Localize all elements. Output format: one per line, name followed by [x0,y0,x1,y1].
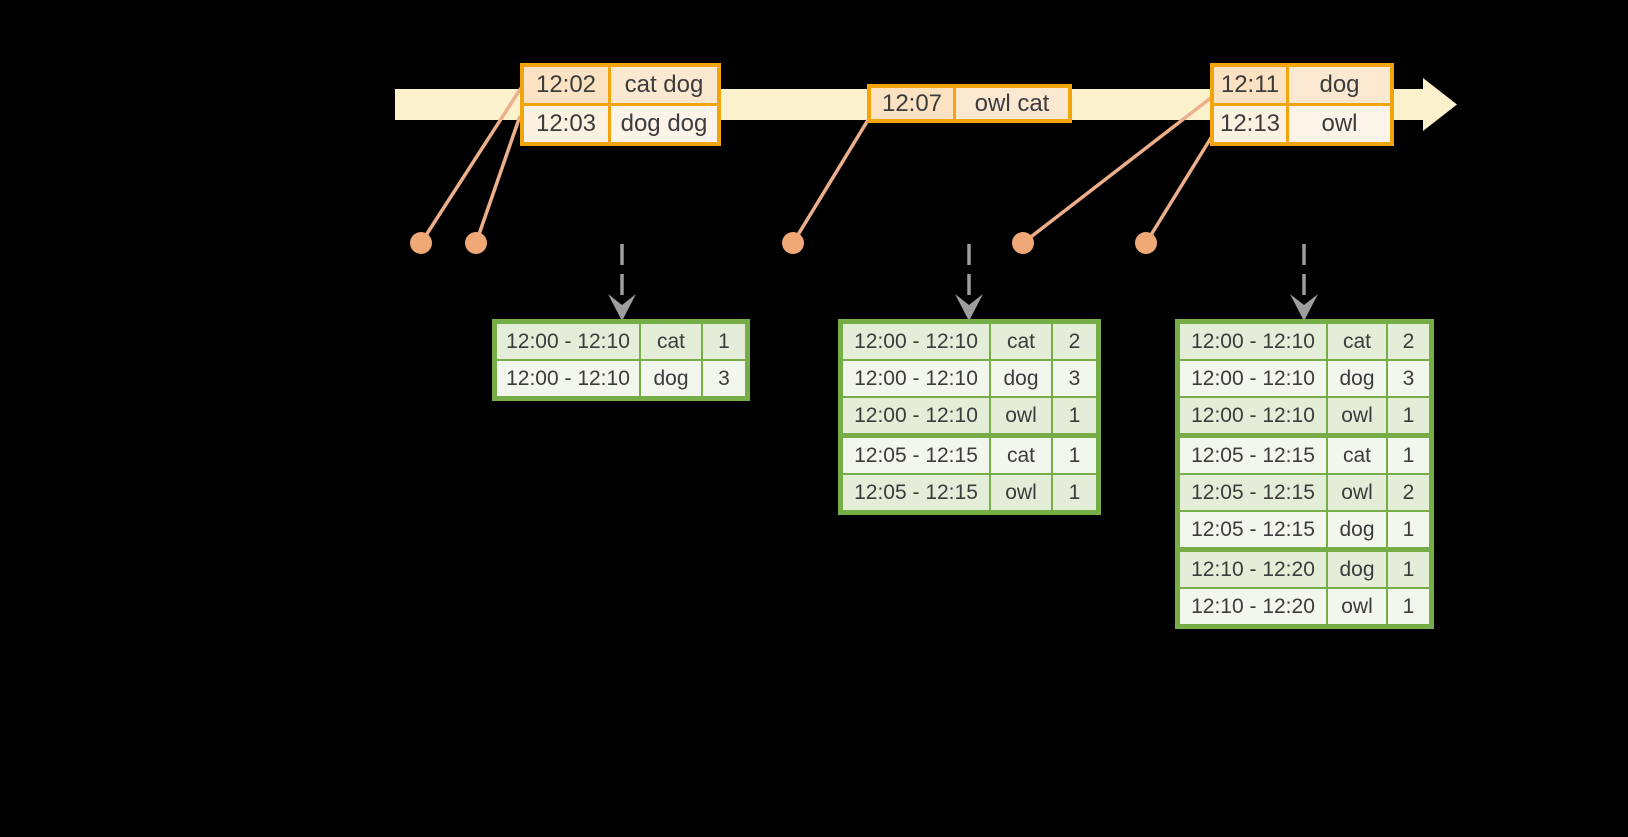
arrow-down-icon [1290,294,1318,321]
trigger-arrow [1290,244,1318,321]
event-words-cell: dog [1289,67,1390,103]
connector-line [1144,132,1216,244]
result-window-cell: 12:05 - 12:15 [843,475,989,510]
result-word-cell: owl [991,398,1051,433]
result-word-cell: owl [1328,589,1386,624]
event-time-cell: 12:07 [871,88,953,119]
arrow-right-icon [1423,78,1457,131]
connector-line [791,119,870,244]
result-count-cell: 2 [1388,324,1429,359]
result-window-cell: 12:05 - 12:15 [1180,475,1326,510]
result-count-cell: 1 [1053,438,1096,473]
result-word-cell: cat [991,438,1051,473]
result-count-cell: 1 [1388,589,1429,624]
result-window-cell: 12:00 - 12:10 [1180,398,1326,433]
result-window-cell: 12:10 - 12:20 [1180,589,1326,624]
result-window-cell: 12:00 - 12:10 [1180,324,1326,359]
result-count-cell: 3 [1053,361,1096,396]
event-time-cell: 12:02 [524,67,608,103]
result-count-cell: 1 [1388,398,1429,433]
result-window-cell: 12:10 - 12:20 [1180,552,1326,587]
event-dot [465,232,487,254]
event-dot [1135,232,1157,254]
result-word-cell: owl [1328,398,1386,433]
result-word-cell: cat [1328,324,1386,359]
result-word-cell: dog [991,361,1051,396]
result-word-cell: owl [991,475,1051,510]
result-word-cell: dog [641,361,701,396]
arrow-down-icon [955,294,983,321]
result-window-cell: 12:00 - 12:10 [843,324,989,359]
result-word-cell: cat [991,324,1051,359]
result-word-cell: dog [1328,552,1386,587]
result-window-cell: 12:00 - 12:10 [843,398,989,433]
result-word-cell: owl [1328,475,1386,510]
result-window-cell: 12:00 - 12:10 [1180,361,1326,396]
result-word-cell: cat [1328,438,1386,473]
result-count-cell: 1 [1388,512,1429,547]
result-window-cell: 12:00 - 12:10 [497,324,639,359]
event-time-cell: 12:13 [1214,106,1286,142]
result-word-cell: dog [1328,512,1386,547]
result-word-cell: dog [1328,361,1386,396]
trigger-arrow [608,244,636,321]
result-window-cell: 12:00 - 12:10 [843,361,989,396]
result-count-cell: 3 [1388,361,1429,396]
arrow-down-icon [608,294,636,321]
result-word-cell: cat [641,324,701,359]
result-count-cell: 2 [1388,475,1429,510]
result-window-cell: 12:05 - 12:15 [1180,512,1326,547]
result-window-cell: 12:00 - 12:10 [497,361,639,396]
event-words-cell: owl [1289,106,1390,142]
result-count-cell: 2 [1053,324,1096,359]
event-time-cell: 12:11 [1214,67,1286,103]
event-words-cell: cat dog [611,67,717,103]
result-count-cell: 1 [1053,475,1096,510]
result-count-cell: 1 [703,324,745,359]
connector-line [1021,95,1214,245]
result-count-cell: 3 [703,361,745,396]
event-dot [782,232,804,254]
event-dot [410,232,432,254]
result-count-cell: 1 [1388,438,1429,473]
event-words-cell: dog dog [611,106,717,142]
connector-line [419,87,523,244]
result-count-cell: 1 [1388,552,1429,587]
result-window-cell: 12:05 - 12:15 [843,438,989,473]
event-dot [1012,232,1034,254]
result-count-cell: 1 [1053,398,1096,433]
event-words-cell: owl cat [956,88,1068,119]
connector-line [474,115,522,244]
result-window-cell: 12:05 - 12:15 [1180,438,1326,473]
event-time-cell: 12:03 [524,106,608,142]
trigger-arrow [955,244,983,321]
